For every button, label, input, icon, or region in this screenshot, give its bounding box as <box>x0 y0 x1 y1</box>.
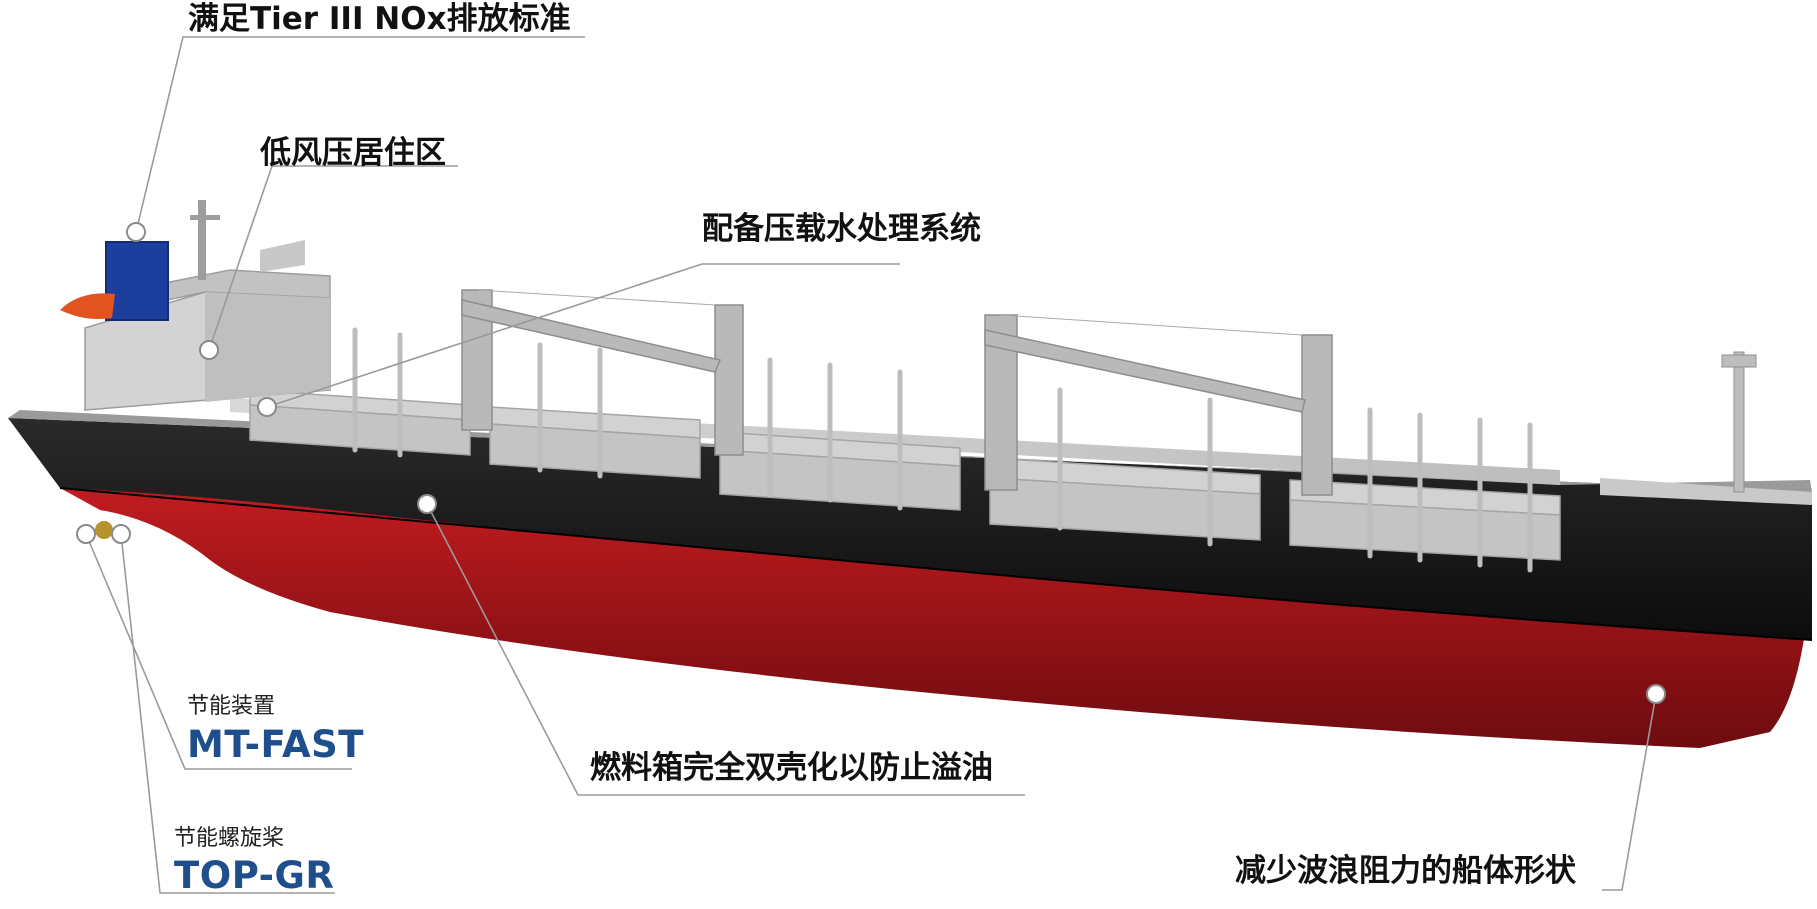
topgr-name: TOP-GR <box>174 854 335 897</box>
marker-hull-form <box>1646 684 1666 704</box>
foremast <box>1733 351 1745 493</box>
callout-ballast-water-system: 配备压载水处理系统 <box>702 211 981 247</box>
marker-tier3 <box>126 222 146 242</box>
marker-mtfast <box>76 524 96 544</box>
cargo-cranes <box>461 289 1333 496</box>
topgr-caption: 节能螺旋桨 <box>174 826 285 851</box>
boot-line <box>59 487 1813 641</box>
leader-lines <box>85 36 1657 894</box>
funnel <box>105 241 169 321</box>
deck-stanchions <box>352 327 1533 573</box>
marker-fuel-tank <box>417 494 437 514</box>
marker-topgr <box>111 524 131 544</box>
marker-low-wind <box>199 340 219 360</box>
lifeboat <box>60 293 115 319</box>
callout-markers <box>76 222 1666 704</box>
mtfast-name: MT-FAST <box>187 723 365 766</box>
crane-wires <box>477 289 1303 336</box>
callout-tier3-nox: 满足Tier III NOx排放标准 <box>188 1 571 37</box>
foremast-platform <box>1721 354 1757 368</box>
marker-ballast <box>257 397 277 417</box>
mtfast-caption: 节能装置 <box>187 694 276 719</box>
propeller-hub <box>95 521 113 539</box>
callout-hull-form: 减少波浪阻力的船体形状 <box>1235 853 1576 889</box>
callout-low-wind-accommodation: 低风压居住区 <box>260 135 446 171</box>
callout-fuel-tank-double-hull: 燃料箱完全双壳化以防止溢油 <box>590 750 993 786</box>
forecastle <box>1600 478 1812 505</box>
